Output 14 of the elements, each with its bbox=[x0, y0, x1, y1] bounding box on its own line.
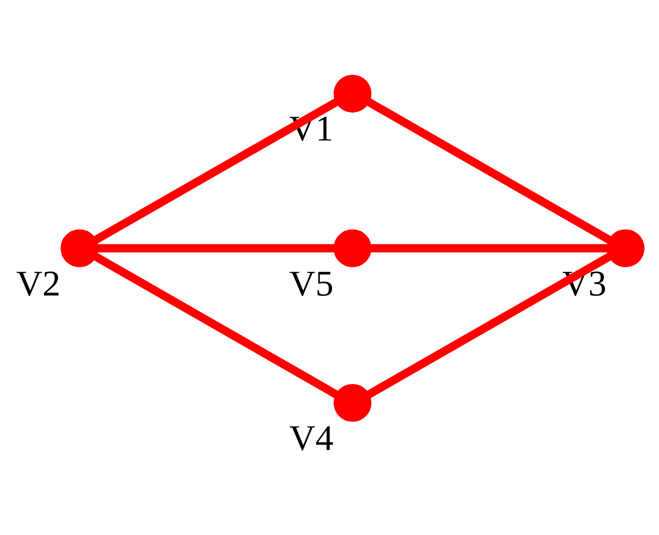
connector bbox=[98, 244, 334, 252]
connector bbox=[366, 252, 612, 398]
node-label: V5 bbox=[289, 262, 334, 303]
node-circle bbox=[334, 383, 372, 422]
node-circle bbox=[334, 74, 372, 112]
connector bbox=[94, 252, 338, 398]
node-circle bbox=[606, 228, 644, 267]
connector bbox=[371, 244, 608, 252]
node-label: V2 bbox=[16, 262, 61, 303]
node-circle bbox=[334, 228, 372, 267]
connector bbox=[366, 98, 612, 243]
connector bbox=[94, 98, 338, 244]
node-label: V4 bbox=[289, 417, 334, 458]
node-circle bbox=[60, 228, 98, 267]
